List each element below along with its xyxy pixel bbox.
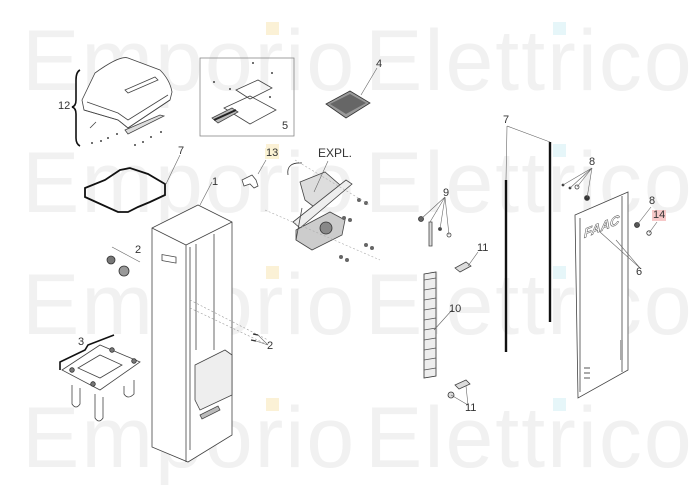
label-part-13: 13 bbox=[265, 147, 280, 159]
watermark-dot bbox=[266, 266, 279, 279]
part-8-washer[interactable] bbox=[634, 206, 652, 228]
label-part-1: 1 bbox=[212, 176, 219, 188]
part-13-release-key[interactable] bbox=[241, 159, 267, 189]
part-3-base-plate[interactable] bbox=[59, 334, 141, 422]
part-2-bolts[interactable] bbox=[250, 333, 269, 346]
label-part-3: 3 bbox=[78, 336, 85, 348]
part-9-tensioner[interactable] bbox=[418, 196, 452, 247]
motor-assembly[interactable] bbox=[264, 159, 381, 262]
label-part-10: 10 bbox=[449, 303, 462, 315]
watermark-dot bbox=[553, 398, 566, 411]
label-part-14: 14 bbox=[652, 209, 667, 221]
part-1-cabinet[interactable] bbox=[151, 181, 269, 463]
part-4-board[interactable] bbox=[325, 67, 378, 119]
part-7-gasket[interactable] bbox=[84, 154, 181, 213]
watermark-text: Elettrico bbox=[365, 257, 694, 353]
part-12-cover[interactable] bbox=[71, 57, 173, 147]
part-8-screws[interactable] bbox=[561, 167, 593, 201]
label-part-11-bottom: 11 bbox=[465, 402, 477, 414]
part-7-seal-strips[interactable] bbox=[504, 125, 552, 352]
part-11-holder-top[interactable] bbox=[454, 251, 479, 273]
label-part-12: 12 bbox=[58, 100, 71, 112]
part-11-holder-bottom[interactable] bbox=[447, 379, 471, 406]
label-part-8-screws: 8 bbox=[589, 156, 596, 168]
part-6-door[interactable]: FAAC bbox=[574, 191, 641, 399]
label-part-2-nuts: 2 bbox=[135, 244, 142, 256]
watermark-text: Elettrico bbox=[365, 390, 694, 486]
label-part-5: 5 bbox=[282, 120, 289, 132]
watermark-text: Emporio bbox=[22, 13, 357, 109]
label-part-2-bolts: 2 bbox=[267, 340, 274, 352]
part-5-bracket[interactable] bbox=[199, 57, 295, 137]
label-part-7-seals: 7 bbox=[503, 114, 510, 126]
watermark-text: Elettrico bbox=[365, 135, 694, 231]
label-part-6: 6 bbox=[636, 266, 643, 278]
part-10-spring[interactable] bbox=[423, 271, 453, 379]
part-14-screw[interactable] bbox=[646, 221, 658, 236]
label-part-4: 4 bbox=[376, 58, 383, 70]
watermark-text: Elettrico bbox=[365, 13, 694, 109]
watermark-dot bbox=[553, 144, 566, 157]
watermark-dot bbox=[553, 22, 566, 35]
label-part-11-top: 11 bbox=[477, 242, 489, 254]
watermark-dot bbox=[266, 398, 279, 411]
label-part-7-gasket: 7 bbox=[178, 145, 185, 157]
diagram-title: EXPL. bbox=[318, 146, 353, 160]
label-part-9: 9 bbox=[443, 187, 450, 199]
watermark-dot bbox=[266, 22, 279, 35]
watermark-dot bbox=[553, 266, 566, 279]
part-2-nuts[interactable] bbox=[106, 246, 141, 277]
label-part-8-washer: 8 bbox=[649, 195, 656, 207]
